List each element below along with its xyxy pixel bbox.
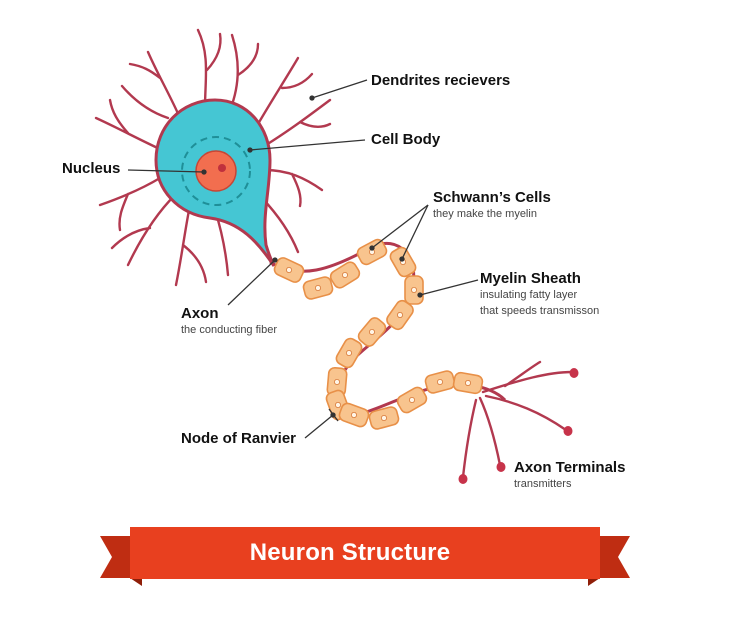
myelin-segment — [335, 337, 363, 369]
nucleus — [181, 136, 251, 206]
myelin-segment — [356, 238, 388, 266]
terminals-subtitle: transmitters — [514, 478, 572, 491]
page-title: Neuron Structure — [249, 539, 451, 566]
label-cell-body: Cell Body — [371, 131, 440, 148]
dendrites — [94, 28, 332, 287]
axon-subtitle: the conducting fiber — [181, 324, 278, 337]
myelin-segment — [357, 317, 387, 347]
myelin-segment — [452, 371, 484, 395]
label-schwann-cells: Schwann’s Cells they make the myelin — [433, 189, 551, 221]
title-banner — [100, 527, 630, 586]
myelin-title: Myelin Sheath — [480, 270, 581, 287]
label-dendrites: Dendrites recievers — [371, 72, 510, 89]
schwann-subtitle: they make the myelin — [433, 208, 537, 221]
cell-body-title: Cell Body — [371, 131, 441, 148]
label-axon: Axon the conducting fiber — [181, 305, 277, 337]
leader-lines — [127, 79, 479, 439]
label-axon-terminals: Axon Terminals transmitters — [514, 459, 625, 491]
myelin-segment — [386, 299, 414, 331]
myelin-segment — [329, 261, 361, 289]
label-node-of-ranvier: Node of Ranvier — [181, 430, 296, 447]
myelin-subtitle-2: that speeds transmisson — [480, 304, 600, 317]
myelin-segment — [302, 276, 334, 300]
label-nucleus: Nucleus — [62, 160, 120, 177]
schwann-title: Schwann’s Cells — [433, 189, 551, 206]
axon-terminals — [461, 360, 574, 479]
myelin-segment — [424, 370, 456, 394]
dendrites-title: Dendrites recievers — [371, 72, 511, 89]
axon-title: Axon — [181, 305, 219, 322]
label-myelin-sheath: Myelin Sheath insulating fatty layer tha… — [480, 270, 599, 318]
myelin-sheath — [273, 238, 484, 430]
terminals-title: Axon Terminals — [514, 459, 626, 476]
myelin-segment — [338, 402, 370, 428]
myelin-segment — [396, 386, 428, 414]
myelin-segment — [368, 406, 400, 430]
terminal-knobs — [458, 368, 579, 484]
myelin-segment — [273, 257, 305, 283]
node-title: Node of Ranvier — [181, 430, 297, 447]
myelin-segment — [404, 275, 424, 305]
nucleus-title: Nucleus — [62, 160, 121, 177]
myelin-subtitle-1: insulating fatty layer — [480, 289, 578, 302]
